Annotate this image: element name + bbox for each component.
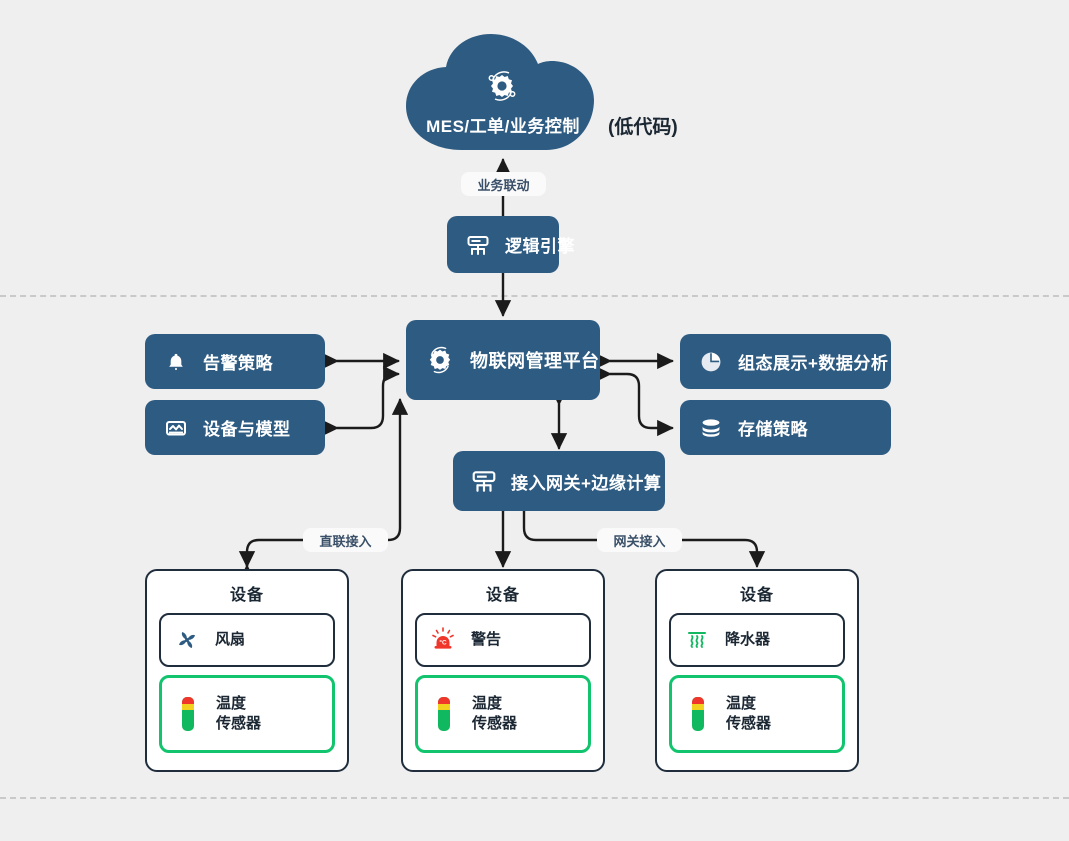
iot-gear-icon [424, 344, 456, 376]
gateway-icon [465, 232, 491, 258]
device-item-temperature-sensor[interactable]: 温度 传感器 [669, 675, 845, 753]
device-item-label: 降水器 [725, 630, 771, 648]
temperature-sensor-icon [684, 697, 712, 731]
database-icon [698, 415, 724, 441]
node-gateway-edge[interactable]: 接入网关+边缘计算 [453, 451, 665, 511]
fan-icon [173, 625, 201, 655]
edge-label-business-link: 业务联动 [461, 172, 546, 196]
iot-gear-icon [482, 66, 522, 106]
device-item-label: 警告 [471, 630, 502, 648]
band-divider-bottom [0, 797, 1069, 799]
device-item-temperature-sensor[interactable]: 温度 传感器 [415, 675, 591, 753]
edge-label-gateway-access: 网关接入 [597, 528, 682, 552]
device-item-label: 温度 传感器 [472, 694, 517, 735]
node-iot-platform[interactable]: 物联网管理平台 [406, 320, 600, 400]
device-card-title: 设备 [485, 587, 520, 604]
device-item-sprinkler[interactable]: 降水器 [669, 613, 845, 667]
device-card[interactable]: 设备 降水器 [655, 569, 859, 772]
device-item-label: 风扇 [215, 630, 246, 648]
node-logic-engine-label: 逻辑引擎 [505, 237, 575, 256]
device-item-label-line1: 温度 [216, 694, 247, 712]
temperature-sensor-icon [174, 697, 202, 731]
node-visual-analysis-label: 组态展示+数据分析 [738, 354, 889, 373]
device-item-temperature-sensor[interactable]: 温度 传感器 [159, 675, 335, 753]
gateway-icon [471, 468, 497, 494]
svg-text:°C: °C [439, 639, 447, 647]
low-code-note: (低代码) [608, 117, 678, 138]
device-model-icon [163, 415, 189, 441]
device-card-title: 设备 [739, 587, 774, 604]
node-alarm-policy[interactable]: 告警策略 [145, 334, 325, 389]
node-alarm-policy-label: 告警策略 [203, 354, 273, 373]
band-divider-top [0, 295, 1069, 297]
alarm-siren-icon: °C [429, 625, 457, 655]
bell-icon [163, 349, 189, 375]
device-item-label-line1: 温度 [472, 694, 503, 712]
node-storage-policy-label: 存储策略 [738, 420, 808, 439]
cloud-label: MES/工单/业务控制 [426, 117, 580, 136]
node-gateway-edge-label: 接入网关+边缘计算 [511, 473, 662, 493]
device-item-label-line1: 温度 [726, 694, 757, 712]
node-iot-platform-label: 物联网管理平台 [470, 351, 600, 371]
device-item-label: 温度 传感器 [216, 694, 261, 735]
node-storage-policy[interactable]: 存储策略 [680, 400, 891, 455]
node-logic-engine[interactable]: 逻辑引擎 [447, 216, 575, 273]
node-device-model-label: 设备与模型 [203, 420, 291, 439]
device-item-warning[interactable]: °C 警告 [415, 613, 591, 667]
device-card[interactable]: 设备 °C 警告 [401, 569, 605, 772]
temperature-sensor-icon [430, 697, 458, 731]
device-item-label: 温度 传感器 [726, 694, 771, 735]
node-device-model[interactable]: 设备与模型 [145, 400, 325, 455]
device-item-label-line2: 传感器 [472, 715, 518, 732]
cloud-node[interactable]: MES/工单/业务控制 [400, 34, 606, 156]
sprinkler-icon [683, 625, 711, 655]
device-card[interactable]: 设备 风扇 [145, 569, 349, 772]
device-item-label-line2: 传感器 [216, 715, 262, 732]
device-item-fan[interactable]: 风扇 [159, 613, 335, 667]
device-item-label-line2: 传感器 [726, 715, 772, 732]
pie-chart-icon [698, 349, 724, 375]
edge-label-direct-access: 直联接入 [303, 528, 388, 552]
device-card-title: 设备 [229, 587, 264, 604]
node-visual-analysis[interactable]: 组态展示+数据分析 [680, 334, 891, 389]
